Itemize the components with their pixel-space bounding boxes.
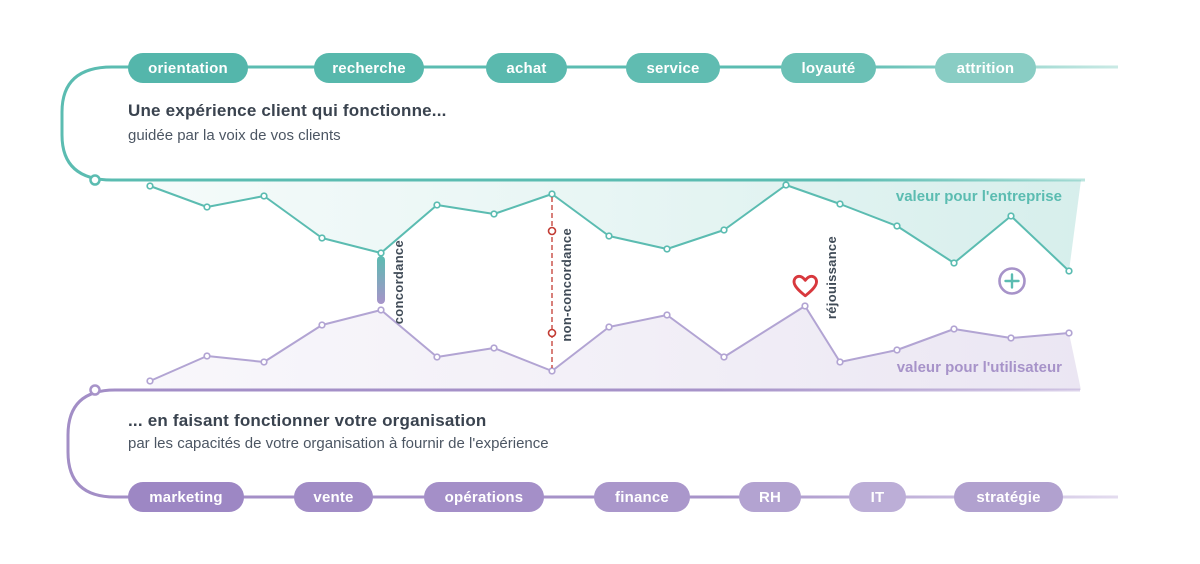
value-point [1065,267,1073,275]
value-point [260,192,268,200]
heart-icon [792,274,818,298]
user-line-start-node [89,384,101,396]
stage-pill-attrition: attrition [935,53,1036,83]
value-point [490,344,498,352]
stage-pill-orientation: orientation [128,53,248,83]
user-value-series [146,302,1081,390]
value-point [720,353,728,361]
organisation-subtitle: par les capacités de votre organisation … [128,435,549,452]
stage-pill-achat: achat [486,53,567,83]
value-point [318,321,326,329]
user-value-label: valeur pour l'utilisateur [896,359,1062,376]
value-point [433,353,441,361]
customer-journey-title: Une expérience client qui fonctionne... [128,101,447,120]
value-point [836,358,844,366]
value-point [1007,212,1015,220]
plus-icon [998,267,1026,295]
value-point [490,210,498,218]
dept-pill-finance: finance [594,482,690,512]
value-point [433,201,441,209]
value-point [836,200,844,208]
value-point [548,367,556,375]
dept-pill-vente: vente [294,482,373,512]
value-point [146,182,154,190]
customer-journey-subtitle: guidée par la voix de vos clients [128,127,341,144]
value-point [318,234,326,242]
value-point [801,302,809,310]
stage-pill-recherche: recherche [314,53,424,83]
value-point [1007,334,1015,342]
dept-pill-operations: opérations [424,482,544,512]
value-point [146,377,154,385]
value-point [950,325,958,333]
non-concordance-bottom-marker [547,328,557,338]
value-area [150,306,1081,390]
value-point [893,222,901,230]
value-point [1065,329,1073,337]
value-point [260,358,268,366]
value-point [605,323,613,331]
stage-pill-loyaute: loyauté [781,53,876,83]
value-point [663,245,671,253]
dept-pill-it: IT [849,482,906,512]
organisation-title: ... en faisant fonctionner votre organis… [128,411,487,430]
customer-journey-connector [60,65,1118,182]
value-point [950,259,958,267]
company-value-series [146,180,1081,275]
value-point [203,203,211,211]
value-point [203,352,211,360]
value-point [377,249,385,257]
value-point [548,190,556,198]
value-point [782,181,790,189]
non-concordance-annotation: non-concordance [559,228,574,342]
company-value-label: valeur pour l'entreprise [895,188,1062,205]
dept-pill-strategie: stratégie [954,482,1063,512]
stage-pill-service: service [626,53,720,83]
value-point [605,232,613,240]
concordance-bar [377,256,385,304]
dept-pill-rh: RH [739,482,801,512]
value-area [150,180,1081,271]
value-point [663,311,671,319]
value-point [893,346,901,354]
concordance-annotation: concordance [391,240,406,325]
company-line-start-node [89,174,101,186]
value-point [377,306,385,314]
non-concordance-top-marker [547,226,557,236]
rejouissance-annotation: réjouissance [824,236,839,320]
dept-pill-marketing: marketing [128,482,244,512]
value-point [720,226,728,234]
